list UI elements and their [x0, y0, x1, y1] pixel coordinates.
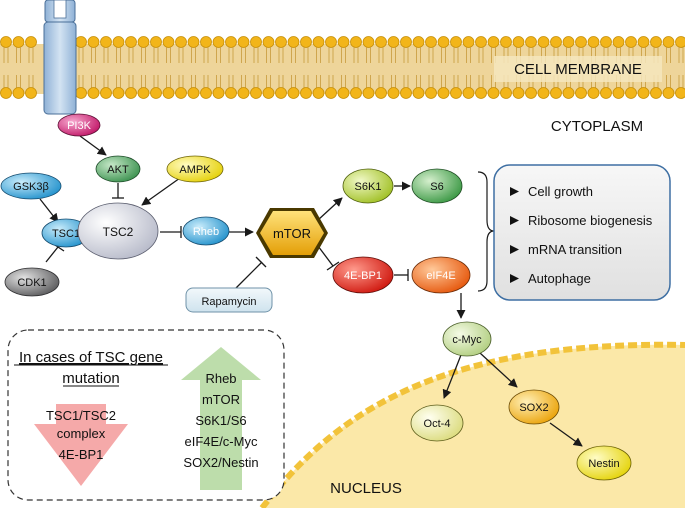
node-rheb-label: Rheb: [193, 226, 219, 238]
lipid-heads-bottom: [0, 87, 685, 99]
node-tsc1-label: TSC1: [52, 228, 80, 240]
up-item-5: SOX2/Nestin: [183, 455, 258, 470]
node-sox2-label: SOX2: [519, 402, 548, 414]
cell-membrane-label: CELL MEMBRANE: [514, 61, 642, 78]
node-rapamycin-label: Rapamycin: [201, 296, 256, 308]
node-gsk3b-label: GSK3β: [13, 181, 49, 193]
node-nestin: Nestin: [576, 445, 632, 481]
tsc-mutation-box: In cases of TSC gene mutation TSC1/TSC2 …: [7, 329, 285, 501]
down-arrow-icon: [34, 404, 128, 486]
node-pi3k-label: PI3K: [67, 120, 92, 132]
up-item-1: Rheb: [205, 371, 236, 386]
node-oct4-label: Oct-4: [424, 418, 451, 430]
node-ampk: AMPK: [166, 155, 224, 183]
node-pi3k: PI3K: [57, 113, 101, 137]
bullet-arrow-icon: [510, 216, 519, 225]
receptor: [43, 0, 77, 115]
nucleus: NUCLEUS: [259, 341, 685, 508]
node-cdk1-label: CDK1: [17, 277, 46, 289]
cytoplasm-label: CYTOPLASM: [551, 118, 643, 135]
outcome-item: Autophage: [528, 271, 591, 286]
node-rheb: Rheb: [182, 216, 230, 246]
up-item-4: eIF4E/c-Myc: [185, 434, 258, 449]
down-item-2: complex: [57, 426, 106, 441]
node-ampk-label: AMPK: [179, 164, 211, 176]
node-4ebp1-label: 4E-BP1: [344, 270, 382, 282]
down-item-3: 4E-BP1: [59, 447, 104, 462]
node-sox2: SOX2: [508, 389, 560, 425]
outcome-item: Cell growth: [528, 184, 593, 199]
node-tsc1: TSC1: [41, 218, 91, 248]
node-cmyc-label: c-Myc: [452, 334, 482, 346]
nucleus-label: NUCLEUS: [330, 480, 402, 497]
lipid-heads-top: [0, 36, 685, 48]
tsc-box-title-line2: mutation: [62, 370, 120, 387]
up-item-2: mTOR: [202, 392, 240, 407]
node-cdk1: CDK1: [4, 267, 60, 297]
node-akt: AKT: [95, 155, 141, 183]
node-s6-label: S6: [430, 181, 443, 193]
pathway-edges: [39, 135, 583, 447]
node-tsc2-label: TSC2: [103, 225, 134, 239]
node-rapamycin: Rapamycin: [185, 287, 273, 313]
bullet-arrow-icon: [510, 187, 519, 196]
membrane-label-bg: [494, 56, 662, 82]
node-mtor-label: mTOR: [273, 226, 311, 241]
node-cmyc: c-Myc: [442, 321, 492, 357]
node-akt-label: AKT: [107, 164, 129, 176]
tsc-box-title-line1: In cases of TSC gene: [19, 349, 163, 366]
outcome-item: mRNA transition: [528, 242, 622, 257]
node-s6k1: S6K1: [342, 168, 394, 204]
node-s6k1-label: S6K1: [355, 181, 382, 193]
node-4ebp1: 4E-BP1: [332, 256, 394, 294]
edge-pi3k-akt: [79, 135, 107, 156]
outcome-item: Ribosome biogenesis: [528, 213, 653, 228]
bullet-arrow-icon: [510, 245, 519, 254]
node-eif4e: eIF4E: [411, 256, 471, 294]
node-gsk3b: GSK3β: [0, 172, 62, 200]
node-tsc2: TSC2: [77, 202, 159, 260]
node-mtor: mTOR: [256, 208, 328, 258]
up-arrow-icon: [181, 347, 261, 490]
node-eif4e-label: eIF4E: [426, 270, 455, 282]
down-item-1: TSC1/TSC2: [46, 408, 116, 423]
node-nestin-label: Nestin: [588, 458, 619, 470]
cell-membrane: CELL MEMBRANE: [0, 36, 685, 99]
up-item-3: S6K1/S6: [195, 413, 246, 428]
outcome-brace: [477, 171, 495, 292]
node-oct4: Oct-4: [410, 404, 464, 442]
bullet-arrow-icon: [510, 274, 519, 283]
node-s6: S6: [411, 168, 463, 204]
